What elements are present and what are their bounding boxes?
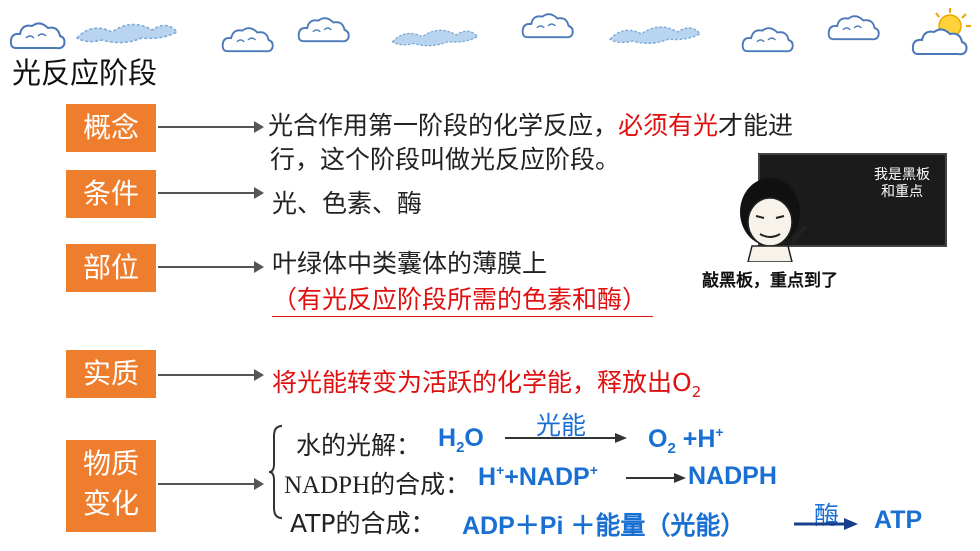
o2-symbol: O [648,425,668,453]
brace-icon [268,425,283,519]
location-text: 叶绿体中类囊体的薄膜上 [272,249,548,278]
nadph-label: NADPH的合成： [284,472,471,499]
atp-reactants: ADP＋Pi ＋能量（光能） [462,512,746,540]
tag-concept: 概念 [66,104,156,152]
arrow-icon [158,121,264,133]
cloud-icon [521,13,574,39]
cloud-icon [221,27,274,53]
tag-line2: 变化 [82,487,139,520]
page-title: 光反应阶段 [12,56,158,90]
water-condition: 光能 [536,411,587,440]
sun-cloud-icon [911,8,971,56]
arrow-icon [158,261,264,273]
water-h: H [438,424,457,452]
cloud-icon [827,15,880,41]
concept-text-line2: 行，这个阶段叫做光反应阶段。 [270,145,621,174]
condition-text: 光、色素、酶 [272,189,423,218]
arrow-icon [158,478,264,490]
arrow-icon [158,187,264,199]
reaction-arrow-icon [505,433,627,443]
cloud-icon [9,22,66,50]
water-label: 水的光解： [296,431,422,460]
tag-essence: 实质 [66,350,156,398]
tag-condition: 条件 [66,170,156,218]
essence-text: 将光能转变为活跃的化学能，释放出O2 [272,363,701,401]
cloud-icon [391,29,479,47]
cloud-icon [297,17,350,43]
meme-caption: 敲黑板，重点到了 [702,271,838,291]
location-note: （有光反应阶段所需的色素和酶） [272,280,654,317]
nadph-h: H [478,463,497,491]
atp-label: ATP的合成： [290,509,436,538]
cloud-icon [741,27,794,53]
nadph-product: NADPH [688,462,777,490]
meme-image: 我是黑板和重点 敲黑板，重点到了 [700,150,947,291]
arrow-icon [158,369,264,381]
concept-text: 光合作用第一阶段的化学反应，必须有光才能进 [268,106,793,142]
concept-text-part1: 光合作用第一阶段的化学反应， [268,111,619,140]
nadph-nadp-sup: + [589,462,598,478]
o2-sub: 2 [667,440,676,457]
concept-highlight: 必须有光 [618,111,719,140]
cartoon-face-icon [740,178,808,262]
nadph-reactants: H++NADP+ [478,462,598,492]
cloud-icon [608,26,702,44]
water-o: O [464,424,484,452]
tag-location: 部位 [66,244,156,292]
blackboard-text: 我是黑板和重点 [874,167,930,200]
reaction-arrow-icon [794,518,858,530]
essence-subscript: 2 [691,383,702,401]
reaction-arrow-icon [626,473,686,483]
water-reactant: H2O [438,424,484,456]
nadph-h-sup: + [496,462,505,478]
cloud-icon [75,23,179,44]
atp-product: ATP [874,506,923,534]
water-products: O2 +H+ [648,424,724,457]
hplus-sup: + [715,424,724,440]
concept-text-part2: 才能进 [718,111,794,140]
tag-material-change: 物质 变化 [66,440,156,532]
water-sub: 2 [456,439,465,456]
hplus: +H [675,425,716,453]
tag-line1: 物质 [82,447,139,480]
essence-main: 将光能转变为活跃的化学能，释放出O [272,368,692,397]
nadph-nadp: +NADP [504,463,590,491]
